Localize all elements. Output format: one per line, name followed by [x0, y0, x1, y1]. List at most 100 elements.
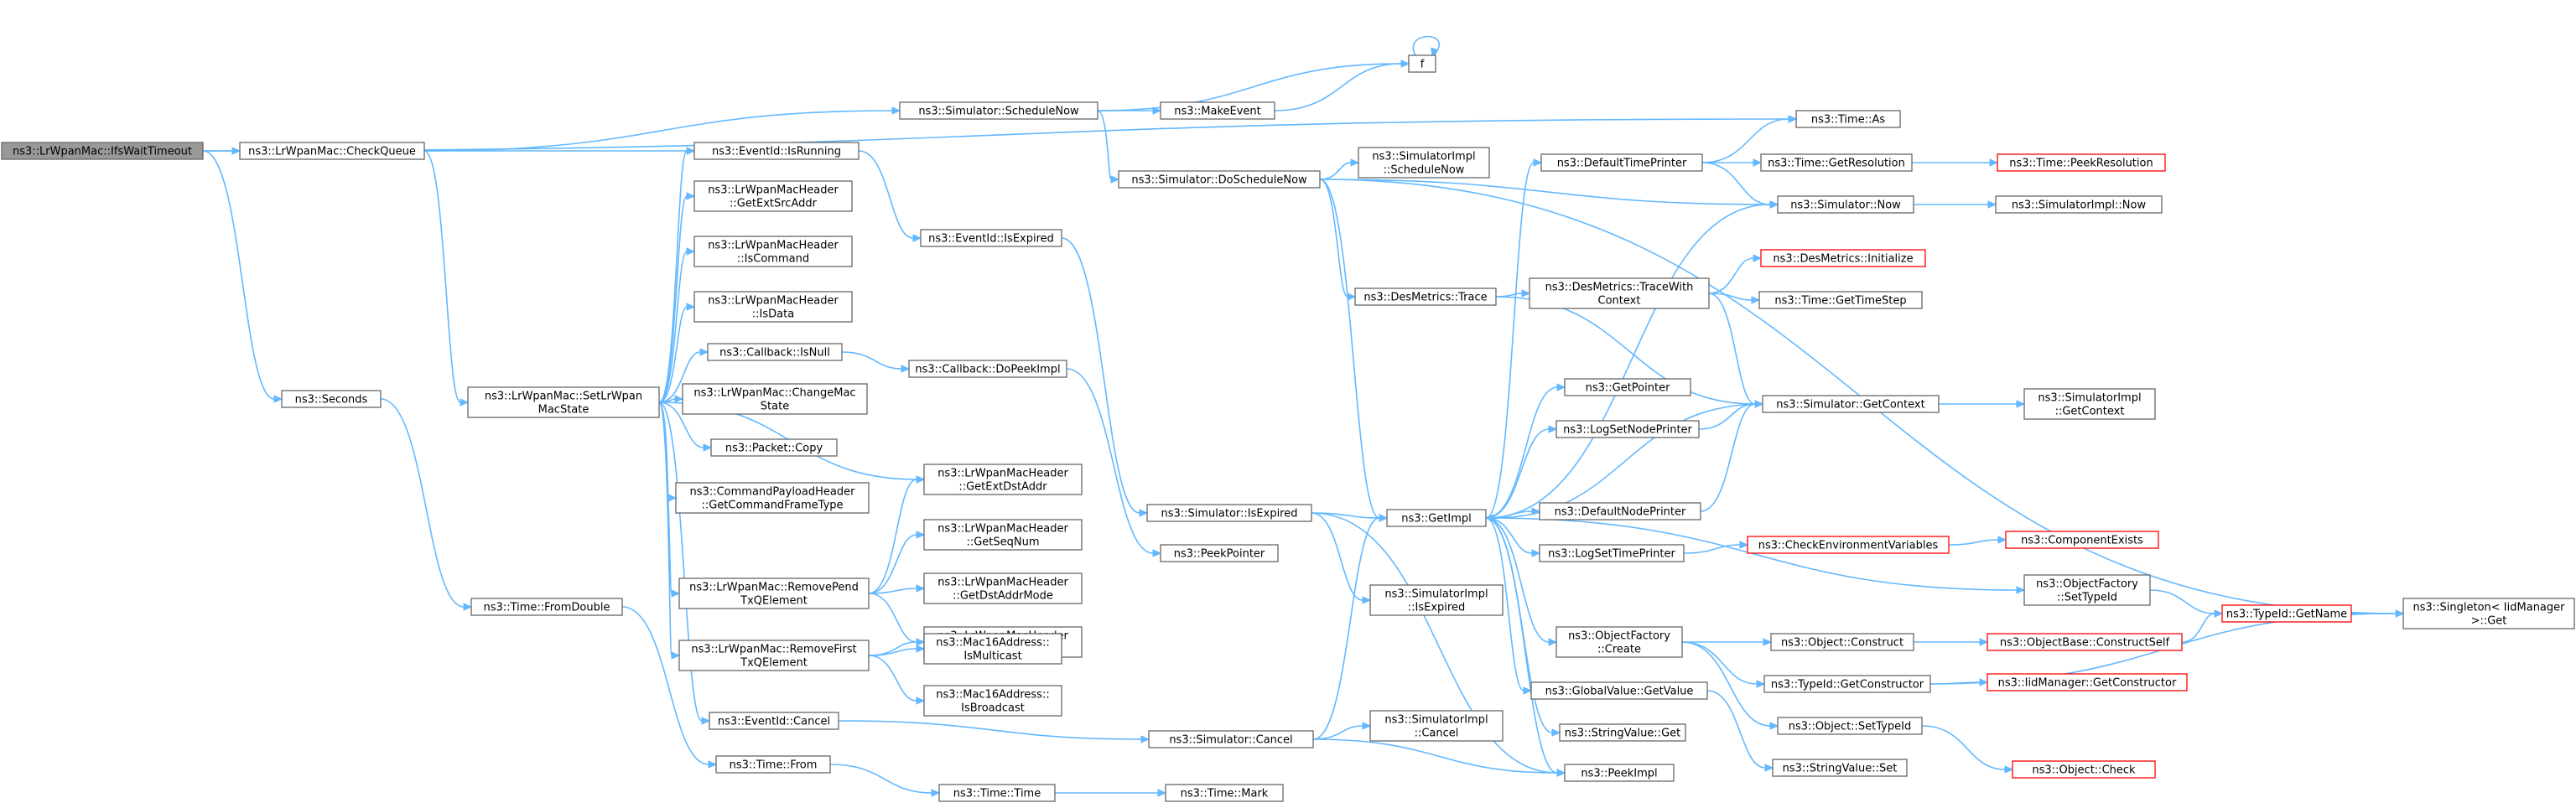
node-label: ns3::Time::Time: [953, 788, 1041, 800]
node-pktcopy[interactable]: ns3::Packet::Copy: [710, 438, 838, 457]
node-evcancel[interactable]: ns3::EventId::Cancel: [709, 712, 839, 730]
node-label: TxQElement: [740, 657, 808, 670]
node-tidname[interactable]: ns3::TypeId::GetName: [2221, 604, 2352, 623]
node-checkenv[interactable]: ns3::CheckEnvironmentVariables: [1747, 536, 1950, 554]
edge-arrowhead: [1548, 425, 1558, 433]
edge-arrowhead: [891, 106, 901, 115]
edge-arrowhead: [2016, 400, 2026, 408]
node-evexpired[interactable]: ns3::EventId::IsExpired: [920, 229, 1062, 247]
node-isbcast[interactable]: ns3::Mac16Address::IsBroadcast: [923, 685, 1062, 717]
node-objcheck[interactable]: ns3::Object::Check: [2012, 760, 2156, 779]
node-timetime[interactable]: ns3::Time::Time: [938, 784, 1056, 802]
node-defnode[interactable]: ns3::DefaultNodePrinter: [1539, 502, 1701, 521]
edge-arrowhead: [1753, 158, 1763, 167]
node-box: [2023, 574, 2151, 606]
node-logtime[interactable]: ns3::LogSetTimePrinter: [1539, 544, 1685, 562]
edge-line: [1485, 517, 1558, 774]
node-objsettid[interactable]: ns3::Object::SetTypeId: [1777, 717, 1923, 735]
node-iidctor[interactable]: ns3::IidManager::GetConstructor: [1987, 673, 2188, 691]
node-simexpired[interactable]: ns3::Simulator::IsExpired: [1146, 504, 1312, 522]
edge-arrowhead: [671, 589, 681, 598]
node-isrunning[interactable]: ns3::EventId::IsRunning: [693, 142, 860, 160]
edge-arrowhead: [686, 303, 696, 311]
node-label: ns3::EventId::Cancel: [718, 716, 830, 728]
node-peekimpl[interactable]: ns3::PeekImpl: [1564, 764, 1675, 782]
node-svset[interactable]: ns3::StringValue::Set: [1772, 759, 1908, 777]
node-objconstruct[interactable]: ns3::Object::Construct: [1770, 633, 1914, 651]
node-seconds[interactable]: ns3::Seconds: [281, 390, 382, 408]
node-checkq[interactable]: ns3::LrWpanMac::CheckQueue: [239, 142, 425, 160]
node-objfsettid[interactable]: ns3::ObjectFactory::SetTypeId: [2023, 574, 2151, 606]
node-peekres[interactable]: ns3::Time::PeekResolution: [1997, 153, 2166, 172]
node-simctx[interactable]: ns3::Simulator::GetContext: [1762, 395, 1940, 413]
node-implexpired[interactable]: ns3::SimulatorImpl::IsExpired: [1369, 584, 1504, 616]
edge-destracectx-to-timestep: [1708, 293, 1761, 304]
node-peekptr[interactable]: ns3::PeekPointer: [1160, 544, 1279, 562]
edge-line: [1061, 237, 1140, 514]
edge-line: [1698, 403, 1756, 430]
node-makeevent[interactable]: ns3::MakeEvent: [1160, 101, 1275, 120]
node-gvget[interactable]: ns3::GlobalValue::GetValue: [1530, 681, 1708, 700]
node-getimpl[interactable]: ns3::GetImpl: [1386, 509, 1487, 527]
edge-deftime-to-simnow: [1701, 162, 1779, 209]
node-isdata[interactable]: ns3::LrWpanMacHeader::IsData: [693, 291, 853, 323]
edge-makeevent-to-f: [1274, 60, 1410, 111]
node-lognode[interactable]: ns3::LogSetNodePrinter: [1555, 420, 1700, 438]
edge-line: [1708, 293, 1756, 405]
node-ismulti[interactable]: ns3::Mac16Address::IsMulticast: [923, 633, 1062, 665]
node-iscmd[interactable]: ns3::LrWpanMacHeader::IsCommand: [693, 236, 853, 267]
edge-line: [1319, 162, 1352, 180]
node-label: ns3::SimulatorImpl: [1372, 151, 1475, 163]
node-box: [2012, 760, 2156, 779]
node-deftime[interactable]: ns3::DefaultTimePrinter: [1540, 153, 1703, 172]
node-timeas[interactable]: ns3::Time::As: [1795, 110, 1901, 128]
node-timemark[interactable]: ns3::Time::Mark: [1165, 784, 1284, 802]
edge-arrowhead: [1362, 722, 1372, 730]
node-seqnum[interactable]: ns3::LrWpanMacHeader::GetSeqNum: [923, 519, 1083, 551]
edge-getimpl-to-gvget: [1485, 517, 1533, 695]
node-tidctor[interactable]: ns3::TypeId::GetConstructor: [1763, 675, 1931, 693]
node-extdst[interactable]: ns3::LrWpanMacHeader::GetExtDstAddr: [923, 464, 1083, 495]
node-constructself[interactable]: ns3::ObjectBase::ConstructSelf: [1987, 633, 2183, 651]
node-cmdframe[interactable]: ns3::CommandPayloadHeader::GetCommandFra…: [675, 482, 870, 514]
edge-arrowhead: [1556, 383, 1566, 391]
node-implcancel[interactable]: ns3::SimulatorImpl::Cancel: [1369, 710, 1504, 742]
node-timefrom[interactable]: ns3::Time::From: [715, 755, 831, 774]
node-dosched[interactable]: ns3::Simulator::DoScheduleNow: [1118, 170, 1321, 189]
node-compexists[interactable]: ns3::ComponentExists: [2005, 531, 2159, 549]
node-box: [467, 386, 660, 418]
node-simcancel[interactable]: ns3::Simulator::Cancel: [1148, 730, 1314, 748]
node-implnow[interactable]: ns3::SimulatorImpl::Now: [1995, 195, 2163, 214]
node-box: [2402, 598, 2575, 629]
node-cbisnull[interactable]: ns3::Callback::IsNull: [707, 343, 843, 361]
edge-arrowhead: [1979, 638, 1989, 646]
node-destrace[interactable]: ns3::DesMetrics::Trace: [1354, 287, 1497, 306]
node-desinit[interactable]: ns3::DesMetrics::Initialize: [1760, 249, 1926, 267]
node-dstmode[interactable]: ns3::LrWpanMacHeader::GetDstAddrMode: [923, 572, 1083, 604]
node-getpointer[interactable]: ns3::GetPointer: [1564, 378, 1691, 396]
node-fromdouble[interactable]: ns3::Time::FromDouble: [470, 598, 623, 616]
node-ifs[interactable]: ns3::LrWpanMac::IfsWaitTimeout: [1, 142, 204, 160]
node-getres[interactable]: ns3::Time::GetResolution: [1760, 153, 1913, 172]
node-schednow[interactable]: ns3::Simulator::ScheduleNow: [899, 101, 1098, 120]
node-implctx[interactable]: ns3::SimulatorImpl::GetContext: [2023, 388, 2156, 420]
edge-line: [1708, 257, 1754, 294]
node-simnow[interactable]: ns3::Simulator::Now: [1777, 195, 1914, 214]
node-label: ::ScheduleNow: [1384, 164, 1465, 177]
node-implsched[interactable]: ns3::SimulatorImpl::ScheduleNow: [1358, 147, 1490, 179]
node-svget[interactable]: ns3::StringValue::Get: [1559, 723, 1686, 742]
node-singleton[interactable]: ns3::Singleton< IidManager >::Get: [2402, 598, 2575, 629]
node-extsrc[interactable]: ns3::LrWpanMacHeader::GetExtSrcAddr: [693, 180, 853, 212]
node-timestep[interactable]: ns3::Time::GetTimeStep: [1758, 291, 1923, 309]
node-cbdopeek[interactable]: ns3::Callback::DoPeekImpl: [908, 360, 1067, 378]
edge-objfcreate-to-objconstruct: [1682, 638, 1773, 646]
edge-arrowhead: [1347, 293, 1357, 301]
edge-isrunning-to-evexpired: [858, 150, 922, 242]
node-objfcreate[interactable]: ns3::ObjectFactory::Create: [1555, 626, 1683, 658]
node-f[interactable]: f: [1408, 54, 1436, 73]
